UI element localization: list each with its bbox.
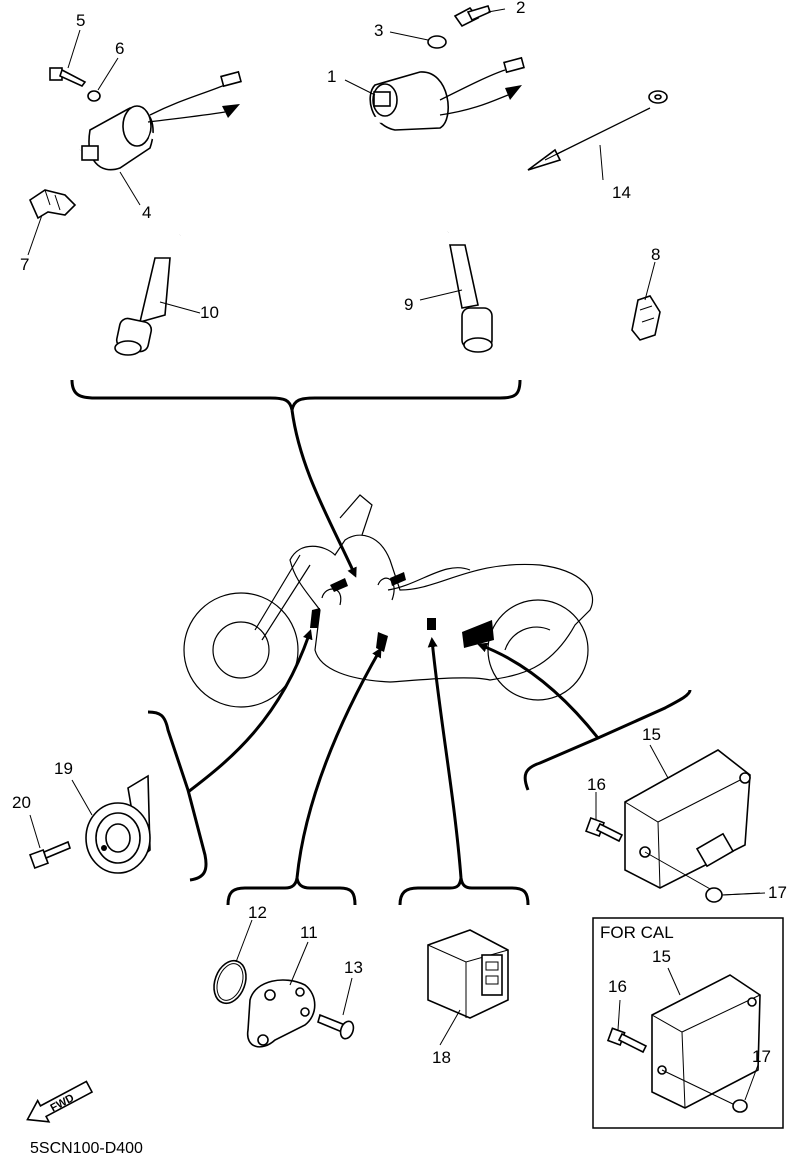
callout-7: 7 — [20, 255, 29, 274]
callout-11: 11 — [300, 923, 318, 942]
callout-15: 15 — [642, 725, 661, 744]
callout-labels: 1 2 3 4 5 6 7 8 9 10 11 12 13 14 15 16 1… — [12, 0, 787, 1067]
ecu-15 — [624, 749, 751, 891]
relay-arrow — [427, 637, 463, 879]
bolt-16 — [585, 817, 624, 843]
earth-lead-14 — [527, 90, 668, 171]
callout-6: 6 — [115, 39, 124, 58]
relay-18 — [427, 929, 509, 1019]
callout-3: 3 — [374, 21, 383, 40]
fwd-label: FWD — [48, 1092, 76, 1114]
bolt-16-cal — [606, 1027, 648, 1054]
bolt-5 — [49, 67, 87, 87]
horn-arrow — [187, 629, 313, 794]
clip-8 — [631, 295, 661, 341]
collar-17-cal — [732, 1099, 748, 1113]
callout-15-cal: 15 — [652, 947, 671, 966]
ecu-arrow — [477, 642, 600, 739]
callout-8: 8 — [651, 245, 660, 264]
callout-5: 5 — [76, 11, 85, 30]
bolt-2 — [453, 5, 491, 28]
callout-2: 2 — [516, 0, 525, 17]
callout-leaders — [27, 8, 766, 1101]
cover-11 — [246, 979, 316, 1048]
washer-3 — [427, 35, 447, 49]
plug-cap-10 — [114, 257, 171, 356]
callout-19: 19 — [54, 759, 73, 778]
cover-brace — [226, 877, 357, 906]
callout-17: 17 — [768, 883, 787, 902]
callout-14: 14 — [612, 183, 631, 202]
motorcycle-outline — [183, 494, 594, 708]
callout-16-cal: 16 — [608, 977, 627, 996]
relay-brace — [398, 877, 530, 906]
callout-16: 16 — [587, 775, 606, 794]
collar-17 — [705, 887, 761, 903]
plug-cap-9 — [449, 244, 493, 353]
for-cal-title: FOR CAL — [600, 923, 674, 942]
callout-17-cal: 17 — [752, 1047, 771, 1066]
ignition-coil-1 — [329, 56, 525, 234]
screw-13 — [317, 1013, 355, 1040]
ecu-15-cal — [651, 974, 761, 1109]
horn-brace — [147, 710, 208, 882]
washer-6 — [87, 90, 101, 102]
cover-arrow — [295, 647, 382, 879]
bolt-20 — [29, 840, 71, 869]
drawing-code: 5SCN100-D400 — [30, 1140, 143, 1155]
callout-1: 1 — [327, 67, 336, 86]
ecu-brace — [523, 689, 692, 791]
callout-9: 9 — [404, 295, 413, 314]
top-group-brace — [70, 379, 522, 411]
callout-20: 20 — [12, 793, 31, 812]
callout-13: 13 — [344, 958, 363, 977]
callout-18: 18 — [432, 1048, 451, 1067]
callout-4: 4 — [142, 203, 151, 222]
ignition-coil-4 — [5, 70, 242, 237]
top-group-arrow — [290, 409, 357, 578]
callout-12: 12 — [248, 903, 267, 922]
horn-19 — [85, 774, 151, 874]
callout-10: 10 — [200, 303, 219, 322]
forward-direction-arrow: FWD — [26, 1080, 94, 1123]
